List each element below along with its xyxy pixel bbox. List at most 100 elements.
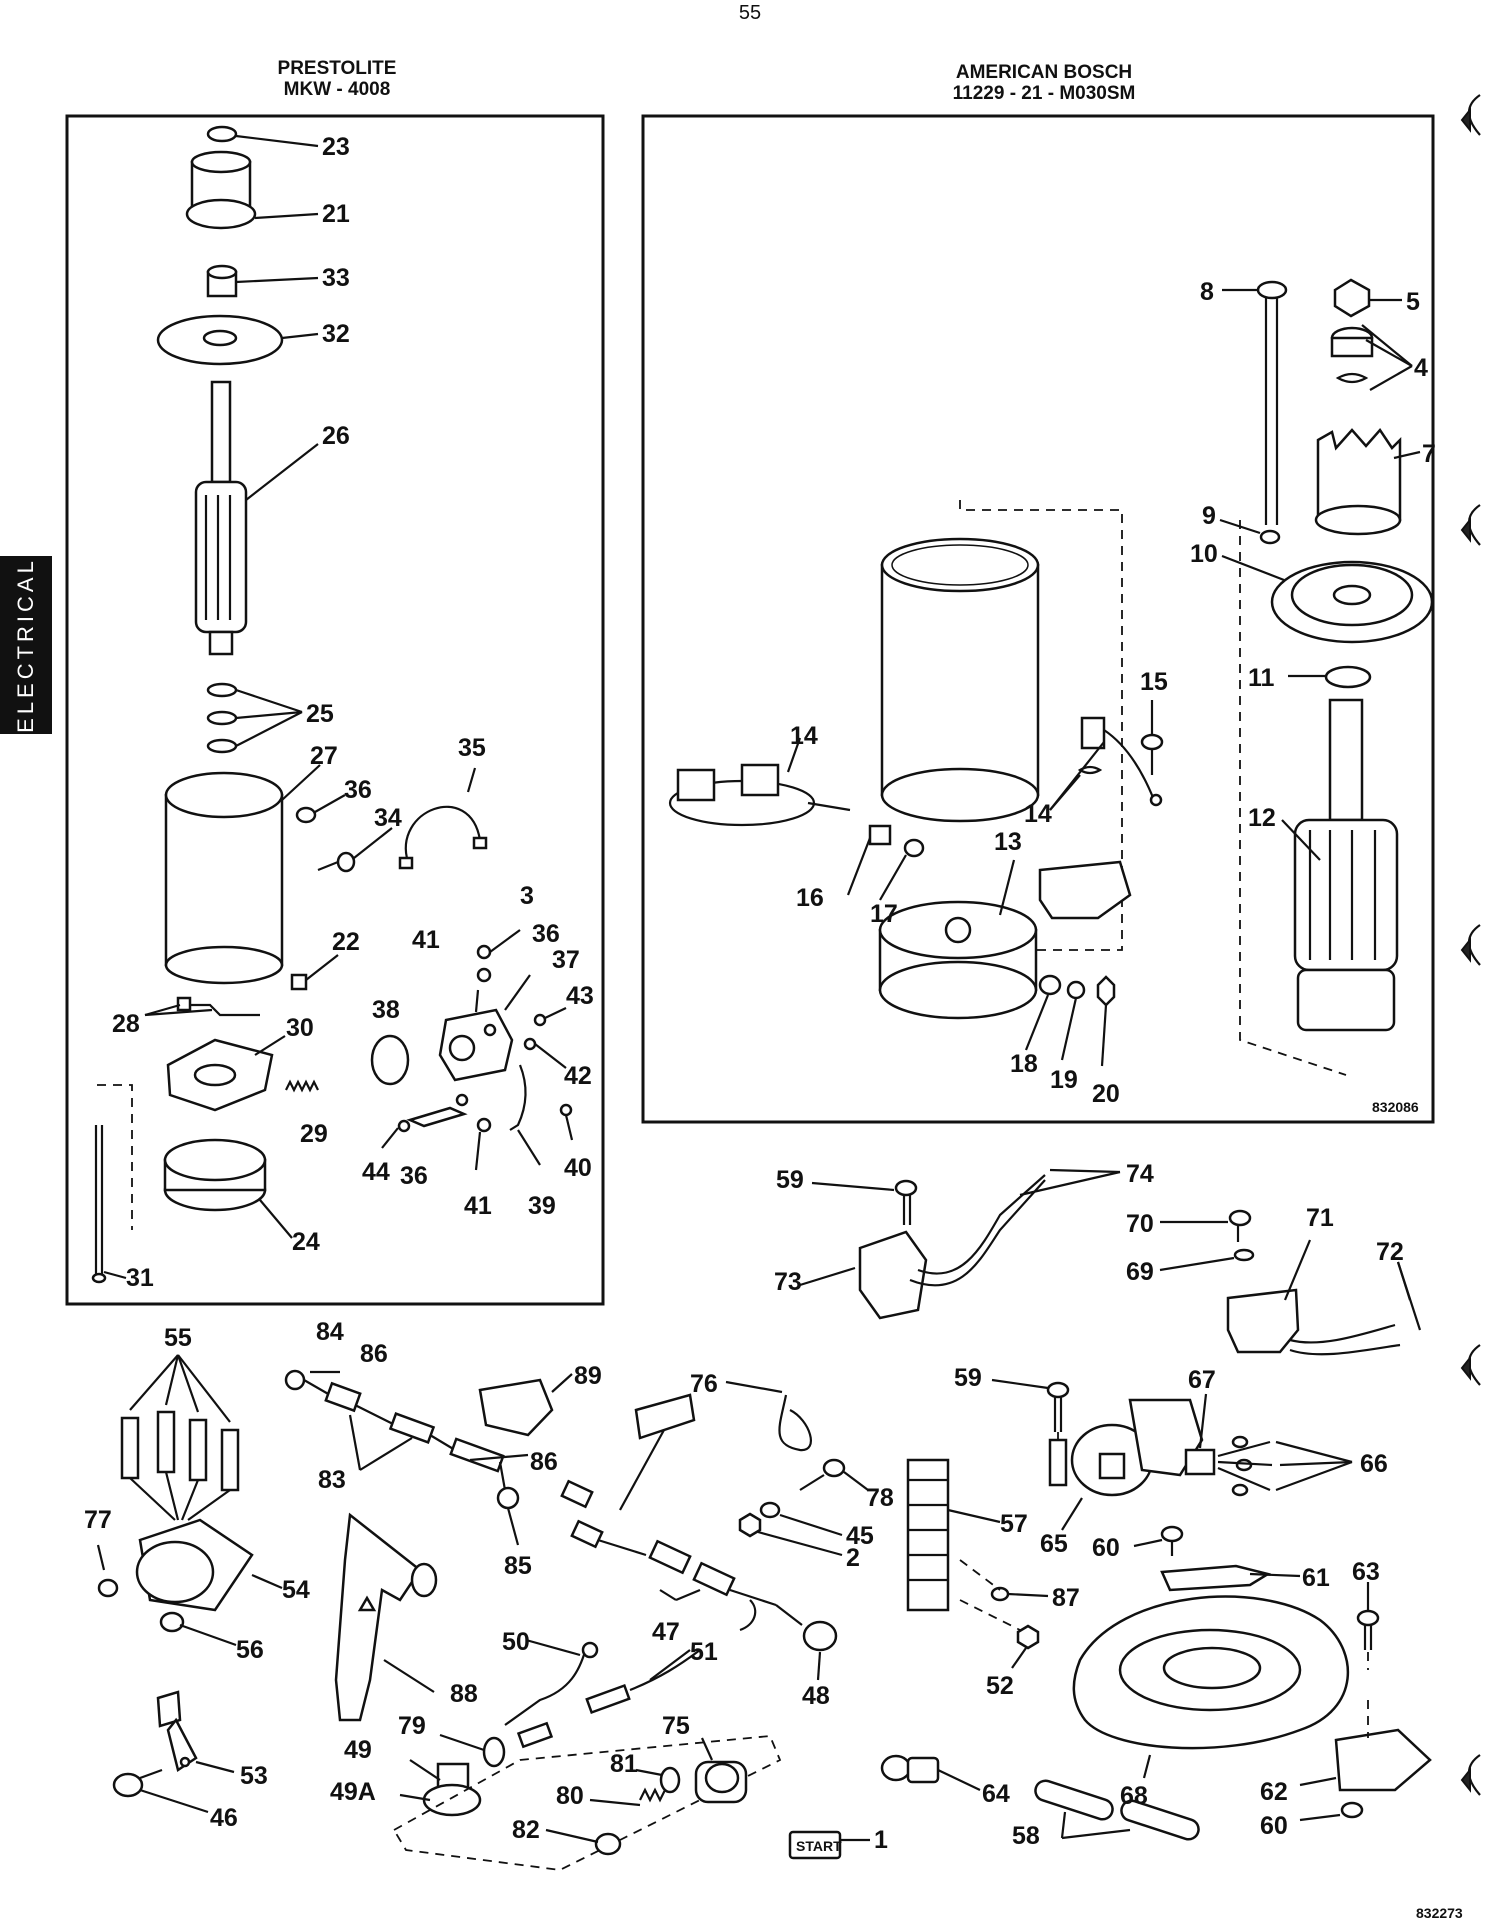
callout-57: 57 (1000, 1510, 1028, 1538)
left-panel-title-line1: PRESTOLITE (278, 58, 397, 79)
callout-5: 5 (1406, 288, 1420, 316)
section-tab-electrical: ELECTRICAL (0, 556, 52, 734)
callout-59-b: 59 (954, 1364, 982, 1392)
callout-14-b: 14 (1024, 800, 1052, 828)
callout-62: 62 (1260, 1778, 1288, 1806)
callout-29: 29 (300, 1120, 328, 1148)
callout-82: 82 (512, 1816, 540, 1844)
callout-84: 84 (316, 1318, 344, 1346)
callout-63: 63 (1352, 1558, 1380, 1586)
callout-27: 27 (310, 742, 338, 770)
callout-20: 20 (1092, 1080, 1120, 1108)
callout-31: 31 (126, 1264, 154, 1292)
callout-70: 70 (1126, 1210, 1154, 1238)
callout-78: 78 (866, 1484, 894, 1512)
callout-34: 34 (374, 804, 402, 832)
callout-33: 33 (322, 264, 350, 292)
callout-4: 4 (1414, 354, 1428, 382)
callout-51: 51 (690, 1638, 718, 1666)
callout-52: 52 (986, 1672, 1014, 1700)
callout-72: 72 (1376, 1238, 1404, 1266)
callout-49a: 49A (330, 1778, 376, 1806)
callout-41-b: 41 (464, 1192, 492, 1220)
right-panel-ref-code: 832086 (1372, 1099, 1419, 1115)
callout-68: 68 (1120, 1782, 1148, 1810)
callout-3: 3 (520, 882, 534, 910)
callout-40: 40 (564, 1154, 592, 1182)
callout-89: 89 (574, 1362, 602, 1390)
callout-24: 24 (292, 1228, 320, 1256)
callout-61: 61 (1302, 1564, 1330, 1592)
callout-26: 26 (322, 422, 350, 450)
callout-36-a: 36 (344, 776, 372, 804)
callout-14-a: 14 (790, 722, 818, 750)
callout-65: 65 (1040, 1530, 1068, 1558)
binder-marks (1460, 94, 1481, 1796)
callout-21: 21 (322, 200, 350, 228)
callout-79: 79 (398, 1712, 426, 1740)
callout-2: 2 (846, 1544, 860, 1572)
left-panel-title-line2: MKW - 4008 (284, 79, 391, 100)
callout-9: 9 (1202, 502, 1216, 530)
callout-1: 1 (874, 1826, 888, 1854)
callout-41-a: 41 (412, 926, 440, 954)
callout-8: 8 (1200, 278, 1214, 306)
callout-50: 50 (502, 1628, 530, 1656)
callout-32: 32 (322, 320, 350, 348)
callout-22: 22 (332, 928, 360, 956)
callout-67: 67 (1188, 1366, 1216, 1394)
ignition-electrical-parts: START 832273 (96, 1168, 1463, 1921)
callout-66: 66 (1360, 1450, 1388, 1478)
callout-48: 48 (802, 1682, 830, 1710)
left-panel-frame (65, 114, 605, 1306)
callout-49: 49 (344, 1736, 372, 1764)
callout-73: 73 (774, 1268, 802, 1296)
callout-74: 74 (1126, 1160, 1154, 1188)
callout-76: 76 (690, 1370, 718, 1398)
callout-54: 54 (282, 1576, 310, 1604)
callout-45: 45 (846, 1522, 874, 1550)
callout-87: 87 (1052, 1584, 1080, 1612)
callout-38: 38 (372, 996, 400, 1024)
callout-36-c: 36 (400, 1162, 428, 1190)
callout-15: 15 (1140, 668, 1168, 696)
bottom-ref-code: 832273 (1416, 1905, 1463, 1921)
callout-85: 85 (504, 1552, 532, 1580)
callout-19: 19 (1050, 1066, 1078, 1094)
callout-12: 12 (1248, 804, 1276, 832)
page-number: 55 (738, 2, 762, 24)
callout-53: 53 (240, 1762, 268, 1790)
callout-39: 39 (528, 1192, 556, 1220)
callout-60-b: 60 (1260, 1812, 1288, 1840)
callout-86-b: 86 (530, 1448, 558, 1476)
right-panel-frame (641, 114, 1435, 1124)
callout-86-a: 86 (360, 1340, 388, 1368)
callout-28: 28 (112, 1010, 140, 1038)
callout-56: 56 (236, 1636, 264, 1664)
callout-47: 47 (652, 1618, 680, 1646)
prestolite-starter-parts (91, 125, 574, 1284)
callout-83: 83 (318, 1466, 346, 1494)
callout-55: 55 (164, 1324, 192, 1352)
callout-71: 71 (1306, 1204, 1334, 1232)
callout-16: 16 (796, 884, 824, 912)
callout-13: 13 (994, 828, 1022, 856)
right-panel-title-line1: AMERICAN BOSCH (956, 62, 1132, 83)
callout-25: 25 (306, 700, 334, 728)
right-panel-title-line2: 11229 - 21 - M030SM (953, 83, 1136, 104)
callout-10: 10 (1190, 540, 1218, 568)
callout-64: 64 (982, 1780, 1010, 1808)
callout-59-a: 59 (776, 1166, 804, 1194)
callout-75: 75 (662, 1712, 690, 1740)
start-button-label: START (796, 1838, 842, 1854)
american-bosch-starter-parts: 832086 (668, 278, 1434, 1115)
callout-43: 43 (566, 982, 594, 1010)
callout-88: 88 (450, 1680, 478, 1708)
callout-81: 81 (610, 1750, 638, 1778)
callout-37: 37 (552, 946, 580, 974)
callout-36-b: 36 (532, 920, 560, 948)
callout-7: 7 (1422, 440, 1436, 468)
callout-23: 23 (322, 133, 350, 161)
callout-69: 69 (1126, 1258, 1154, 1286)
